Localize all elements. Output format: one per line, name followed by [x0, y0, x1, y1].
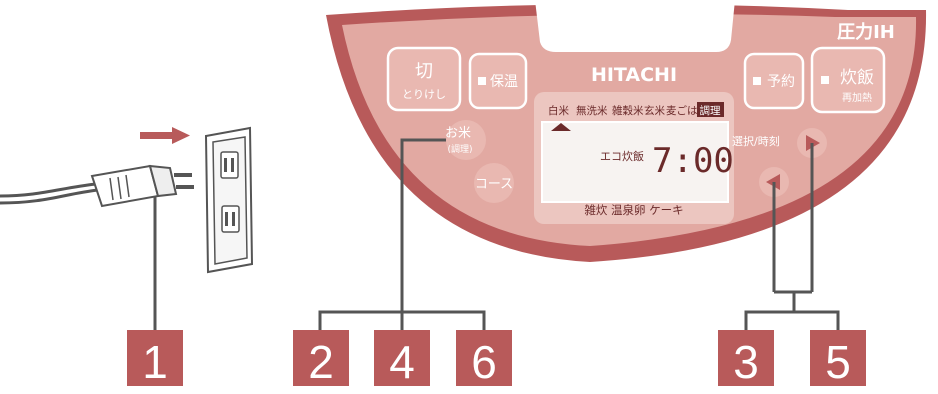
- select-time-label: 選択/時刻: [732, 134, 780, 148]
- cook-button-label: 炊飯: [840, 68, 874, 88]
- keep-warm-button[interactable]: 保温: [468, 52, 528, 110]
- model-badge: 圧力IH: [837, 22, 895, 43]
- course-button[interactable]: コース: [474, 163, 514, 203]
- step-number: 2: [308, 336, 334, 388]
- cook-button[interactable]: 炊飯 再加熱: [810, 46, 886, 114]
- off-button-label: 切: [415, 61, 433, 82]
- rice-button[interactable]: お米 (調理): [445, 120, 486, 160]
- menu-item-selected: 調理: [700, 104, 721, 117]
- mode-text: エコ炊飯: [600, 149, 644, 163]
- rice-button-sublabel: (調理): [447, 143, 472, 155]
- step-badge-2: 2: [293, 330, 349, 388]
- menu-item: 雑穀米: [612, 104, 644, 117]
- selection-triangle-icon: [551, 123, 571, 131]
- cook-button-sublabel: 再加熱: [842, 91, 872, 104]
- menu-item: 無洗米: [576, 104, 608, 117]
- step-number: 4: [389, 336, 415, 388]
- power-plug-illustration: [0, 164, 194, 208]
- step-badge-3: 3: [718, 330, 774, 388]
- lcd-display: 白米 無洗米 雑穀米 玄米 麦ごはん 調理 エコ炊飯 7:00 雑炊 温泉卵 ケ…: [534, 92, 734, 224]
- step-number: 3: [733, 336, 759, 388]
- off-button[interactable]: 切 とりけし: [386, 46, 462, 112]
- step-number: 1: [142, 336, 168, 388]
- step-badge-6: 6: [456, 330, 512, 388]
- step-badge-4: 4: [374, 330, 430, 388]
- menu-item: 玄米: [644, 104, 665, 117]
- timer-label: 予約: [767, 74, 795, 90]
- step-badge-5: 5: [810, 330, 866, 388]
- clock-time: 7:00: [652, 141, 734, 181]
- step-number: 6: [471, 336, 497, 388]
- brand-logo: HITACHI: [591, 64, 677, 86]
- bottom-menu-items: 雑炊 温泉卵 ケーキ: [584, 203, 683, 217]
- arrow-right-icon: [140, 127, 190, 144]
- leader-lines: [318, 138, 840, 340]
- indicator-lamp-icon: [478, 77, 486, 85]
- step-number: 5: [825, 336, 851, 388]
- step-badge-1: 1: [127, 330, 183, 388]
- menu-item: 白米: [548, 104, 569, 117]
- off-button-sublabel: とりけし: [402, 88, 446, 101]
- course-button-label: コース: [475, 177, 513, 192]
- rice-button-label: お米: [445, 126, 471, 141]
- keep-warm-label: 保温: [490, 74, 518, 90]
- indicator-lamp-icon: [753, 77, 761, 85]
- timer-button[interactable]: 予約: [743, 52, 805, 110]
- wall-outlet-illustration: [204, 126, 254, 274]
- indicator-lamp-icon: [821, 76, 829, 84]
